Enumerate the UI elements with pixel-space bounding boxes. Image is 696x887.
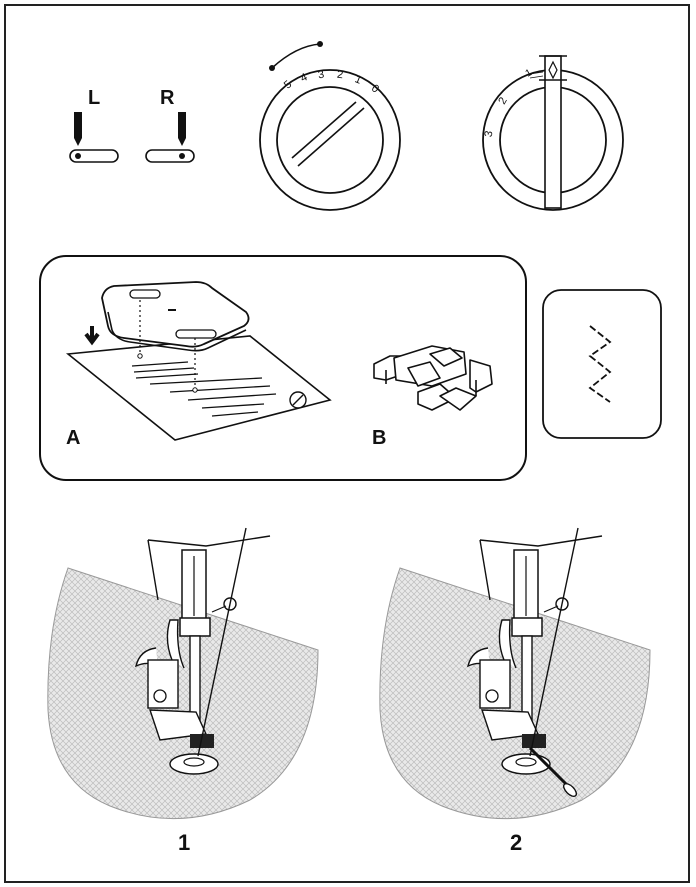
label-a: A bbox=[66, 427, 81, 449]
figure-2-label: 2 bbox=[510, 830, 523, 855]
down-arrow-icon bbox=[84, 326, 100, 346]
needle-right-label: R bbox=[160, 87, 175, 109]
needle-right-icon bbox=[145, 112, 195, 163]
needle-left-icon bbox=[69, 112, 119, 163]
stitch-width-dial bbox=[482, 55, 624, 211]
zigzag-stitch-panel bbox=[542, 289, 662, 439]
zigzag-stitch-icon bbox=[588, 325, 612, 403]
seam-ripper-icon bbox=[528, 746, 578, 798]
page-border bbox=[4, 4, 690, 883]
figure-1-illustration bbox=[47, 527, 319, 820]
stitch-length-dial bbox=[259, 41, 401, 211]
label-b: B bbox=[372, 427, 387, 449]
presser-foot-attachment bbox=[373, 345, 493, 411]
needle-left-label: L bbox=[88, 87, 101, 109]
needle-plate-illustration bbox=[65, 281, 332, 441]
figure-1-label: 1 bbox=[178, 830, 191, 855]
figure-2-illustration bbox=[379, 527, 651, 820]
